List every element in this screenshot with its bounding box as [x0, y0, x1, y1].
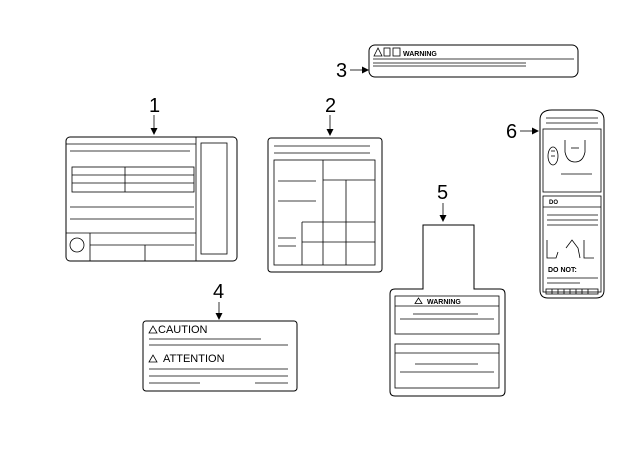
label-4-body	[142, 320, 298, 392]
label-6-upper-panel	[542, 128, 602, 193]
seat-position-icon-2	[565, 239, 581, 259]
label-4: 4 CAUTION ATTENTION	[142, 281, 298, 392]
label-2-body	[267, 137, 383, 273]
callout-2-arrowhead	[326, 129, 334, 136]
label-6-do-text: DO	[549, 200, 558, 206]
callout-6: 6	[506, 121, 517, 143]
callout-2: 2	[325, 95, 336, 117]
caution-triangle-icon	[148, 325, 158, 334]
label-1: 1	[65, 95, 238, 262]
seat-position-icon-3	[583, 240, 594, 259]
label-6-lower-panel	[542, 195, 602, 293]
callout-5-arrowhead	[439, 215, 447, 222]
label-6: 6 DO DO NOT:	[506, 109, 605, 299]
label-6-barcode	[545, 288, 599, 295]
label-3-body	[368, 44, 579, 78]
warning-triangle-icon	[373, 47, 383, 57]
label-3-warning-text: WARNING	[403, 51, 437, 58]
child-seat-icon	[564, 140, 586, 163]
label-5: 5 WARNING	[389, 182, 506, 397]
seat-position-icon-1	[546, 240, 559, 259]
label-3-square-icon	[392, 47, 401, 57]
callout-6-arrowhead	[532, 127, 539, 135]
callout-4: 4	[213, 281, 224, 303]
label-5-tag-body	[389, 224, 506, 397]
callout-3: 3	[336, 60, 347, 82]
label-5-lower-panel	[394, 343, 500, 389]
callout-1: 1	[149, 95, 160, 117]
label-2: 2	[267, 95, 383, 273]
label-5-warning-text: WARNING	[427, 299, 461, 306]
label-1-table	[71, 166, 195, 193]
label-4-attention-text: ATTENTION	[163, 353, 225, 365]
label-3-pictogram-icon	[383, 47, 391, 57]
label-5-upper-panel	[394, 295, 500, 335]
label-1-body	[65, 136, 238, 262]
label-3: 3 WARNING	[336, 44, 579, 82]
label-6-body	[539, 109, 605, 299]
seatbelt-buckle-icon	[547, 146, 559, 166]
callout-1-arrowhead	[150, 128, 158, 135]
label-6-do-not-text: DO NOT:	[548, 267, 577, 274]
label-1-side-panel	[200, 142, 228, 255]
callout-4-arrowhead	[215, 313, 223, 320]
tag-warning-triangle-icon	[414, 297, 423, 304]
label-1-circle-icon	[69, 237, 85, 253]
label-2-grid	[273, 159, 376, 266]
label-4-caution-text: CAUTION	[158, 324, 208, 336]
callout-3-arrowhead	[362, 66, 369, 74]
attention-triangle-icon	[148, 354, 158, 363]
callout-5: 5	[437, 182, 448, 204]
